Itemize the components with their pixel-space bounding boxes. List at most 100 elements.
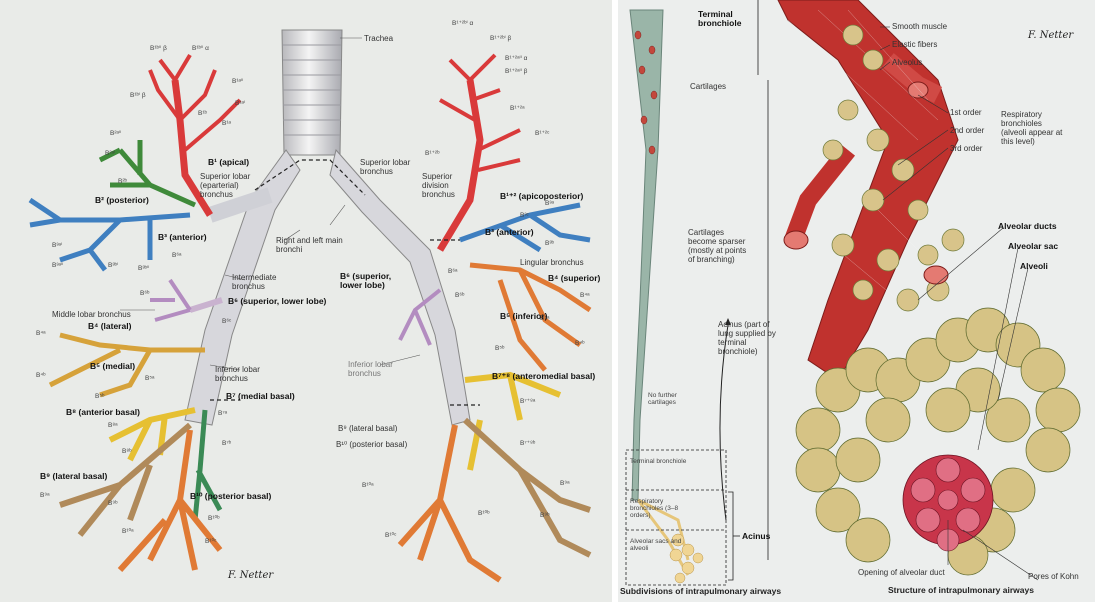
r-b4-label: B⁴ (lateral) xyxy=(88,322,131,331)
r-b5-label: B⁵ (medial) xyxy=(90,362,135,371)
caption-subdivisions: Subdivisions of intrapulmonary airways xyxy=(620,587,781,596)
small-label: B¹⁰ᵃ xyxy=(122,528,134,535)
opening-alveolar-duct-label: Opening of alveolar duct xyxy=(858,568,945,577)
r-b9-label: B⁹ (lateral basal) xyxy=(40,472,107,481)
elastic-fibers-label: Elastic fibers xyxy=(892,40,937,49)
small-label: B⁹ᵇ xyxy=(540,512,550,519)
r-b3-label: B³ (anterior) xyxy=(158,233,207,242)
alveolar-ducts-label: Alveolar ducts xyxy=(998,222,1057,231)
middle-lobar-bronchus-label: Middle lobar bronchus xyxy=(52,310,131,319)
small-label: B⁸ᵇ xyxy=(122,448,132,455)
superior-division-bronchus-label: Superior division bronchus xyxy=(422,172,477,199)
r-b2-label: B² (posterior) xyxy=(95,196,149,205)
right-inferior-lobar-label: Inferior lobar bronchus xyxy=(215,365,285,383)
r-b6-label: B⁶ (superior, lower lobe) xyxy=(228,297,326,306)
legend-terminal-bronchiole: Terminal bronchiole xyxy=(630,458,690,465)
smooth-muscle-label: Smooth muscle xyxy=(892,22,947,31)
small-label: B¹ᵃ xyxy=(222,120,231,127)
caption-structure: Structure of intrapulmonary airways xyxy=(888,586,1034,595)
legend-alveolar-sacs: Alveolar sacs and alveoli xyxy=(630,538,690,552)
small-label: B⁶ᶜ xyxy=(222,318,231,325)
legend-respiratory-bronchioles: Respiratory bronchioles (3–8 orders) xyxy=(630,498,690,519)
acinus-note: Acinus (part of lung supplied by termina… xyxy=(718,320,778,356)
left-superior-lobar-label: Superior lobar bronchus xyxy=(360,158,415,176)
intermediate-bronchus-label: Intermediate bronchus xyxy=(232,273,302,291)
small-label: B²ᵃⁱ xyxy=(105,150,115,157)
pores-of-kohn-label: Pores of Kohn xyxy=(1028,572,1079,581)
legend-acinus: Acinus xyxy=(742,532,770,541)
small-label: B¹⁺²ᵃⁱⁱ α xyxy=(505,55,527,62)
small-label: B⁸ᵃ xyxy=(108,422,118,429)
small-label: B¹⁰ᵃ xyxy=(362,482,374,489)
small-label: B⁵ᵇ xyxy=(95,393,104,400)
right-superior-lobar-label: Superior lobar (eparterial) bronchus xyxy=(200,172,270,199)
artist-signature: F. Netter xyxy=(1028,30,1073,41)
small-label: B¹⁺²ᶜ xyxy=(535,130,549,137)
small-label: B⁷ᵃ xyxy=(218,410,227,417)
l-b7-8-label: B⁷⁺⁸ (anteromedial basal) xyxy=(492,372,595,381)
respiratory-bronchioles-note: Respiratory bronchioles (alveoli appear … xyxy=(1001,110,1063,146)
small-label: B¹⁺²ᵇ xyxy=(425,150,440,157)
alveoli-label: Alveoli xyxy=(1020,262,1048,271)
small-label: B³ᵇⁱ xyxy=(108,262,118,269)
small-label: B³ᵇ xyxy=(545,240,554,247)
small-label: B⁶ᵃ xyxy=(172,252,181,259)
small-label: B¹⁺²ᵇⁱ β xyxy=(490,35,511,42)
l-b3-label: B³ (anterior) xyxy=(485,228,534,237)
first-order-label: 1st order xyxy=(950,108,982,117)
small-label: B³ᵃⁱ xyxy=(52,242,62,249)
small-label: B¹ᵃⁱⁱ xyxy=(232,78,243,85)
small-label: B²ᵃⁱⁱ xyxy=(110,130,121,137)
small-label: B⁴ᵃ xyxy=(580,292,590,299)
small-label: B⁵ᵇ xyxy=(495,345,504,352)
small-label: B¹ᵇⁱⁱ α xyxy=(192,45,209,52)
r-b7-label: B⁷ (medial basal) xyxy=(226,392,295,401)
r-b1-label: B¹ (apical) xyxy=(208,158,249,167)
small-label: B¹ᵇⁱⁱ β xyxy=(150,45,167,52)
r-b10-label: B¹⁰ (posterior basal) xyxy=(190,492,271,501)
cartilages-label: Cartilages xyxy=(690,82,726,91)
small-label: B⁹ᵃ xyxy=(560,480,570,487)
small-label: B¹⁺²ᵃⁱⁱ β xyxy=(505,68,527,75)
l-b1-2-label: B¹⁺² (apicoposterior) xyxy=(500,192,583,201)
trachea-label: Trachea xyxy=(364,34,393,43)
small-label: B⁷⁺⁸ᵃ xyxy=(520,398,535,405)
small-label: B³ᵇⁱⁱ xyxy=(138,265,149,272)
small-label: B¹⁰ᶜ xyxy=(385,532,396,539)
small-label: B⁵ᵃ xyxy=(145,375,154,382)
l-b4-label: B⁴ (superior) xyxy=(548,274,600,283)
small-label: B¹ᵇⁱ β xyxy=(130,92,146,99)
l-b6-label: B⁶ (superior, lower lobe) xyxy=(340,272,415,290)
third-order-label: 3rd order xyxy=(950,144,982,153)
small-label: B⁹ᵇ xyxy=(108,500,118,507)
small-label: B⁶ᵇ xyxy=(140,290,149,297)
alveolus-label: Alveolus xyxy=(892,58,922,67)
small-label: B¹⁺²ᵃ xyxy=(510,105,525,112)
cartilages-sparser-label: Cartilages become sparser (mostly at poi… xyxy=(688,228,750,264)
small-label: B³ᵃⁱⁱ xyxy=(52,262,63,269)
small-label: B⁷⁺⁸ᵇ xyxy=(520,440,535,447)
small-label: B⁴ᵃ xyxy=(36,330,46,337)
r-b8-label: B⁸ (anterior basal) xyxy=(66,408,140,417)
small-label: B¹⁰ᶜ xyxy=(205,538,216,545)
terminal-bronchiole-label: Terminal bronchiole xyxy=(698,10,758,28)
small-label: B¹ᵇ xyxy=(198,110,207,117)
main-bronchi-label: Right and left main bronchi xyxy=(276,236,346,254)
small-label: B⁵ᵃ xyxy=(540,315,549,322)
small-label: B¹ᵃⁱ xyxy=(235,100,245,107)
small-label: B¹⁰ᵇ xyxy=(208,515,220,522)
small-label: B⁶ᵃ xyxy=(448,268,457,275)
no-further-cartilages-label: No further cartilages xyxy=(648,392,684,406)
left-inferior-lobar-label: Inferior lobar bronchus xyxy=(348,360,418,378)
l-b10-label: B¹⁰ (posterior basal) xyxy=(336,440,407,449)
small-label: B⁷ᵇ xyxy=(222,440,231,447)
small-label: B¹⁰ᵇ xyxy=(478,510,490,517)
small-label: B⁴ᵇ xyxy=(575,340,585,347)
bronchial-tree-page: Trachea Right and left main bronchi Inte… xyxy=(0,0,614,602)
second-order-label: 2nd order xyxy=(950,126,984,135)
artist-signature: F. Netter xyxy=(228,570,273,581)
small-label: B⁴ᵇ xyxy=(36,372,46,379)
alveolar-sac-label: Alveolar sac xyxy=(1008,242,1058,251)
lingular-bronchus-label: Lingular bronchus xyxy=(520,258,584,267)
small-label: B⁹ᵃ xyxy=(40,492,50,499)
